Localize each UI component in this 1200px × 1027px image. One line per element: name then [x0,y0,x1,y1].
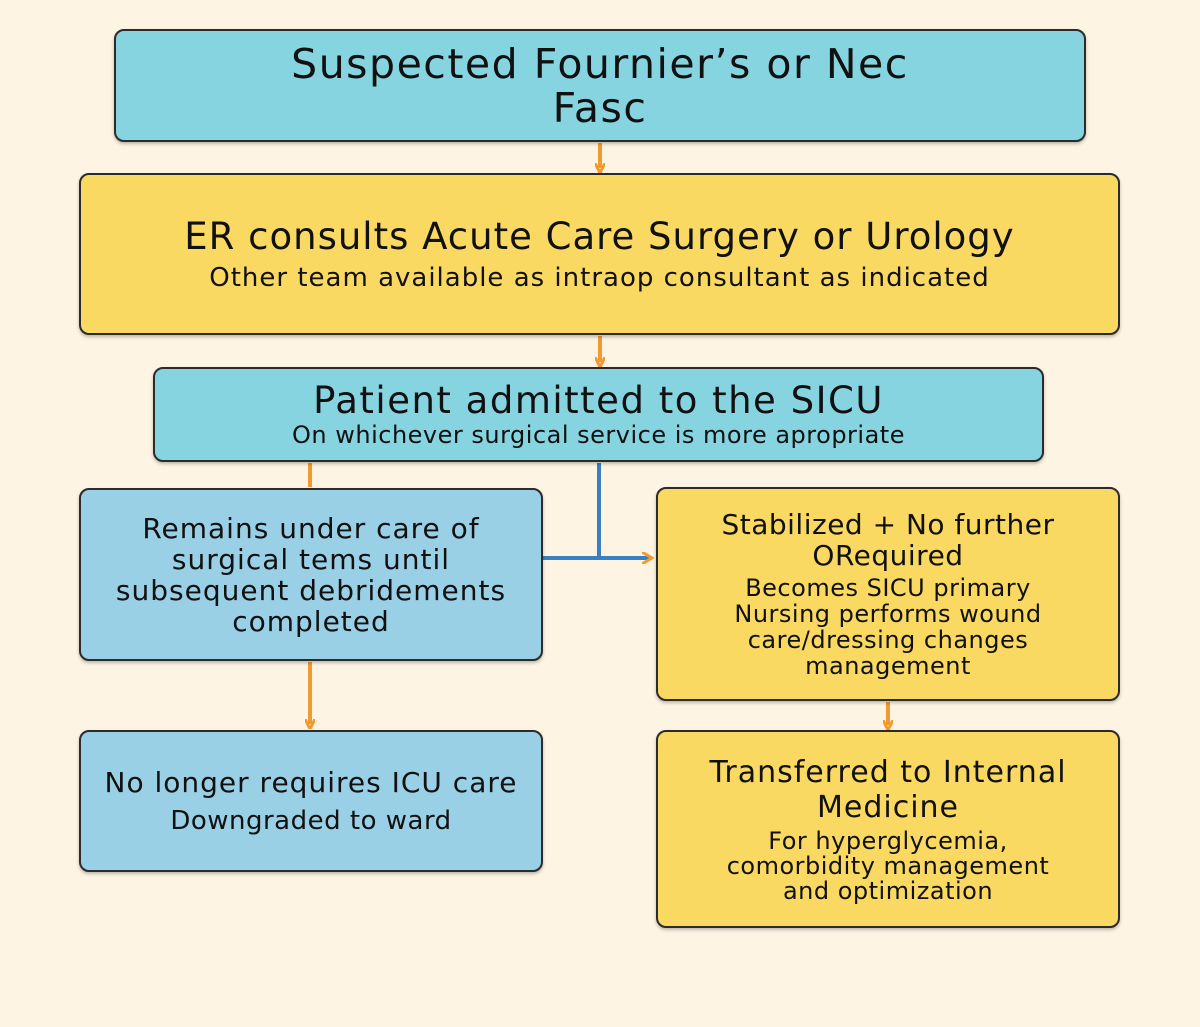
node-title: ER consults Acute Care Surgery or Urolog… [184,215,1015,258]
node-note: For hyperglycemia, comorbidity managemen… [726,826,1050,905]
edge-sicu-to-stabilized [543,463,601,560]
node-title: Remains under care of surgical tems unti… [115,511,507,638]
node-note: Other team available as intraop consulta… [209,263,990,293]
node-er-consult: ER consults Acute Care Surgery or Urolog… [79,173,1120,335]
node-suspected: Suspected Fournier’s or Nec Fasc [114,29,1086,142]
node-title: Stabilized + No further ORequired [721,508,1055,572]
node-note: Downgraded to ward [170,805,452,836]
node-title: Patient admitted to the SICU [313,378,884,422]
node-sicu-admit: Patient admitted to the SICU On whicheve… [153,367,1044,462]
node-title: Suspected Fournier’s or Nec Fasc [291,39,909,132]
node-title: Transferred to Internal Medicine [709,754,1067,825]
node-stabilized: Stabilized + No further ORequired Become… [656,487,1120,701]
node-note: On whichever surgical service is more ap… [292,420,905,449]
node-note: Becomes SICU primary Nursing performs wo… [734,574,1042,680]
node-title: No longer requires ICU care [104,765,518,799]
node-transferred-im: Transferred to Internal Medicine For hyp… [656,730,1120,928]
node-remains-surgical: Remains under care of surgical tems unti… [79,488,543,661]
node-downgraded: No longer requires ICU care Downgraded t… [79,730,543,872]
